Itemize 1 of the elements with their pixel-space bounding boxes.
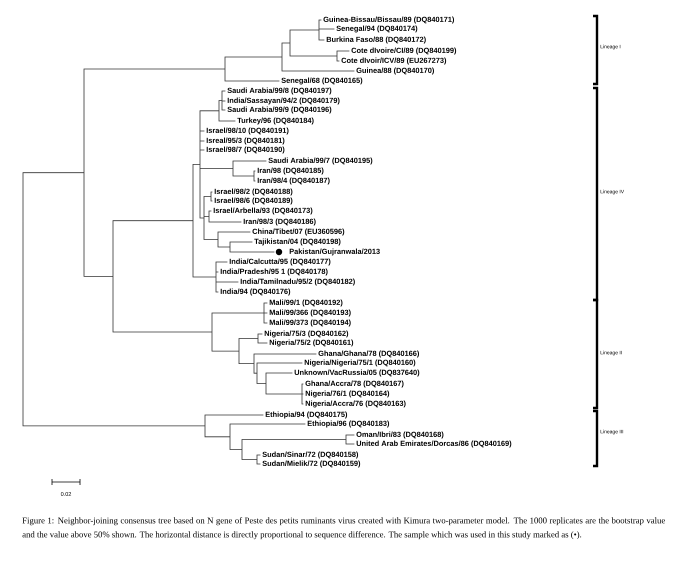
caption: Figure 1: Neighbor-joining consensus tree based on N gene of Peste des petits ruminants virus created with Kimura two-parameter model. The 1000 replicates are the bootstrap value and the value above 50% shown. The horizontal distance is directly proportional to sequence difference. The sample which was used in this study marked as (•). <box>22 517 665 540</box>
